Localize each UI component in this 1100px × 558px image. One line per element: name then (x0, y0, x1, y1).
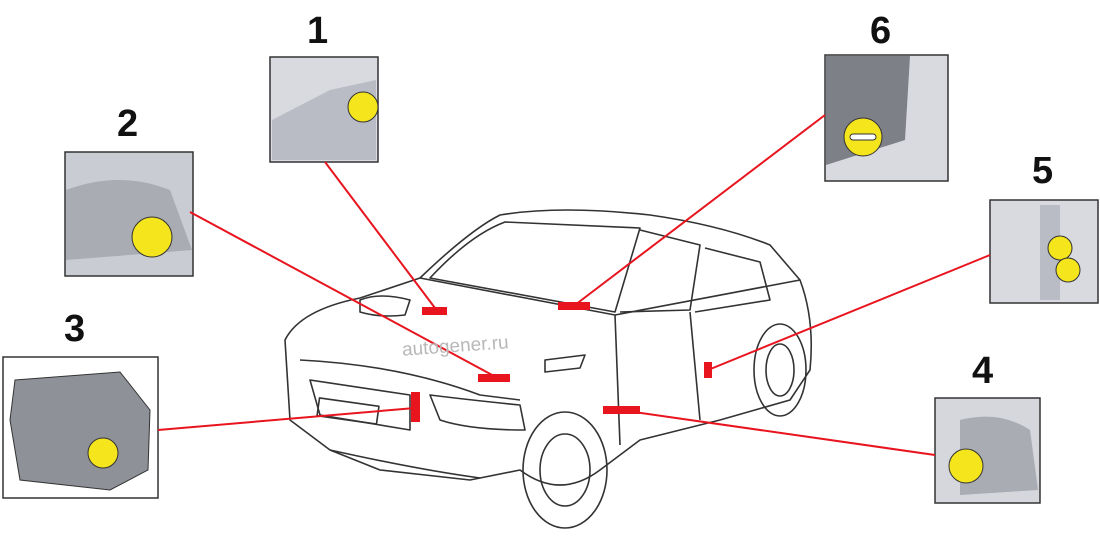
callout-number-2: 2 (117, 103, 139, 145)
highlight-circle (948, 448, 984, 484)
highlight-circle (131, 216, 173, 258)
inset-3 (2, 356, 159, 499)
inset-4 (934, 397, 1041, 504)
highlight-circle (87, 437, 119, 469)
car-drawing (284, 209, 812, 529)
inset-6 (824, 54, 949, 182)
inset-1 (269, 56, 379, 163)
callout-number-3: 3 (64, 308, 86, 350)
callout-number-4: 4 (972, 350, 994, 392)
highlight-circle (1055, 257, 1081, 283)
callout-number-1: 1 (307, 10, 329, 52)
highlight-circle (347, 91, 379, 123)
callout-number-5: 5 (1032, 150, 1054, 192)
inset-5 (989, 199, 1099, 304)
callout-number-6: 6 (870, 10, 892, 52)
location-markers (411, 302, 712, 422)
inset-2 (64, 151, 194, 277)
leader-lines (157, 114, 991, 456)
highlight-circle (1047, 235, 1073, 261)
